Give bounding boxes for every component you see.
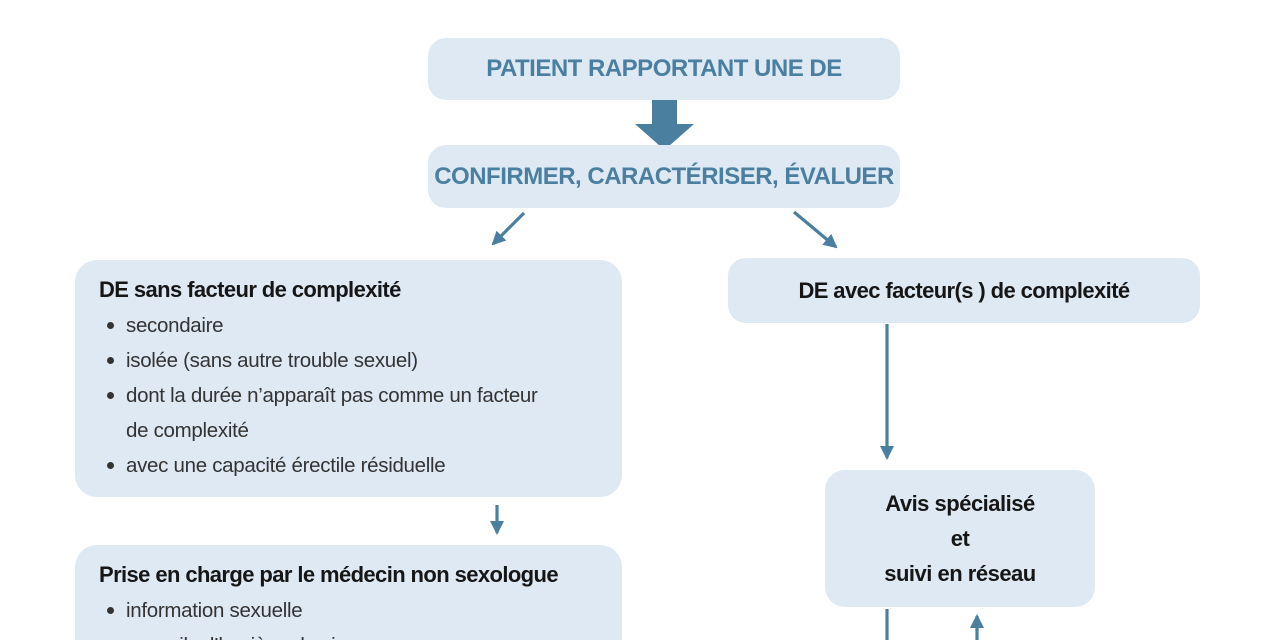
avis-line-1: Avis spécialisé xyxy=(885,491,1035,516)
list-item: information sexuelle xyxy=(99,593,598,628)
bullet-dot xyxy=(107,462,114,469)
patient-box-label: PATIENT RAPPORTANT UNE DE xyxy=(486,55,842,82)
prise-en-charge-title: Prise en charge par le médecin non sexol… xyxy=(99,562,559,587)
box-confirm: CONFIRMER, CARACTÉRISER, ÉVALUER xyxy=(428,145,900,208)
block-down-arrow-icon xyxy=(635,99,694,150)
list-item-label: isolée (sans autre trouble sexuel) xyxy=(126,349,418,372)
list-item-label: dont la durée n’apparaît pas comme un fa… xyxy=(126,384,538,442)
bullet-dot xyxy=(107,322,114,329)
confirm-box-label: CONFIRMER, CARACTÉRISER, ÉVALUER xyxy=(434,162,894,190)
bullet-dot xyxy=(107,392,114,399)
list-item: secondaire xyxy=(99,308,598,343)
box-avis-specialise: Avis spécialisé et suivi en réseau xyxy=(825,470,1095,607)
de-sans-facteur-title: DE sans facteur de complexité xyxy=(99,277,401,302)
de-sans-facteur-list: secondaire isolée (sans autre trouble se… xyxy=(99,308,598,483)
bullet-dot xyxy=(107,607,114,614)
arrow-to-left-box xyxy=(491,211,526,246)
prise-en-charge-list: information sexuelle conseils d’hygiène … xyxy=(99,593,598,640)
list-item: isolée (sans autre trouble sexuel) xyxy=(99,343,598,378)
list-item-label: secondaire xyxy=(126,314,224,337)
list-item-label: information sexuelle xyxy=(126,599,303,622)
de-avec-facteurs-title: DE avec facteur(s ) de complexité xyxy=(798,277,1130,303)
list-item-label: conseils d’hygiène de vie xyxy=(126,628,347,640)
list-item: dont la durée n’apparaît pas comme un fa… xyxy=(99,378,598,448)
box-de-sans-facteur: DE sans facteur de complexité secondaire… xyxy=(75,260,622,497)
arrow-to-right-box xyxy=(792,210,838,249)
list-item: avec une capacité érectile résiduelle xyxy=(99,448,598,483)
list-item: conseils d’hygiène de vie xyxy=(99,628,598,640)
avis-line-2: et xyxy=(950,526,970,551)
box-de-avec-facteurs: DE avec facteur(s ) de complexité xyxy=(728,258,1200,323)
box-patient: PATIENT RAPPORTANT UNE DE xyxy=(428,38,900,100)
box-prise-en-charge: Prise en charge par le médecin non sexol… xyxy=(75,545,622,640)
avis-line-3: suivi en réseau xyxy=(884,561,1036,586)
bullet-dot xyxy=(107,357,114,364)
list-item-label: avec une capacité érectile résiduelle xyxy=(126,454,446,477)
